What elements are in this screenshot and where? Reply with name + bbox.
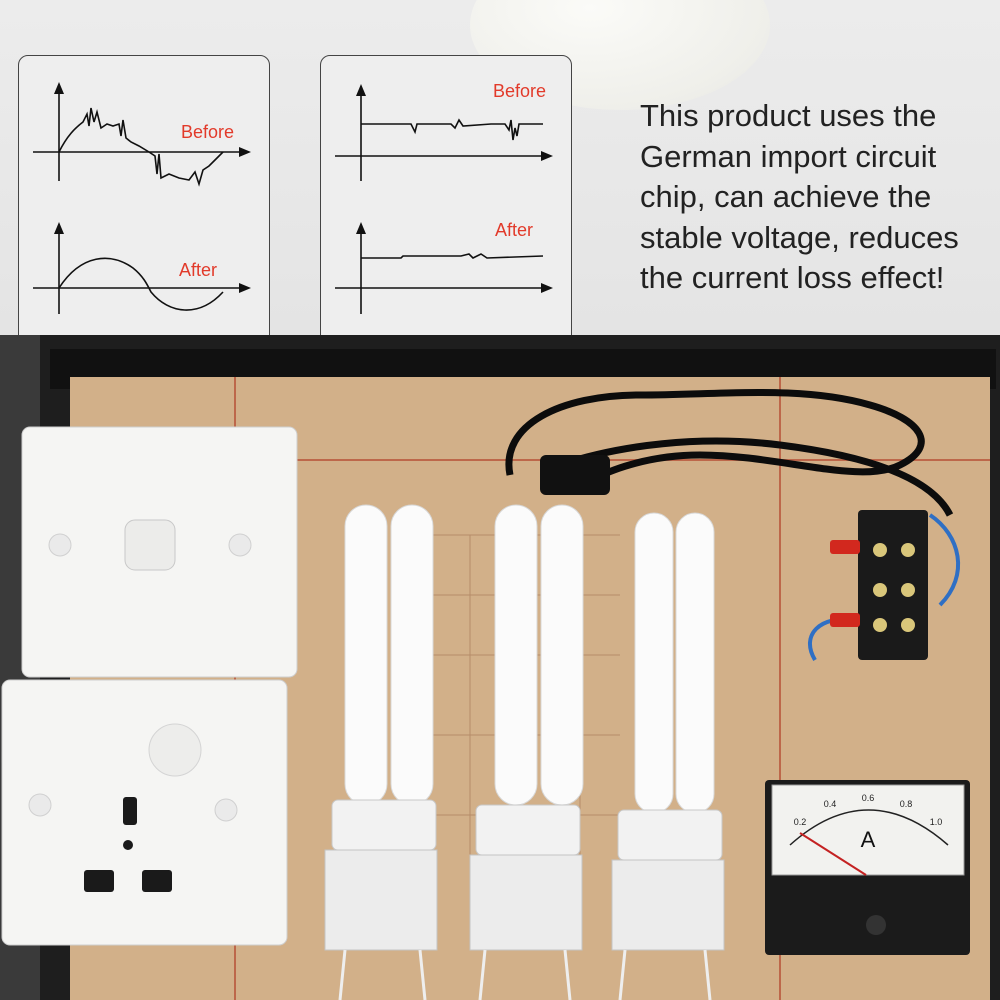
dc-line-panel: Before After xyxy=(320,55,572,347)
description-line: This product uses the xyxy=(640,98,937,133)
meter-unit-symbol: A xyxy=(861,827,876,852)
before-label: Before xyxy=(181,122,235,142)
before-label: Before xyxy=(493,81,547,101)
description-line: the current loss effect! xyxy=(640,260,945,295)
comparison-banner: Before After Before After This product u… xyxy=(0,0,1000,347)
dc-line-diagram xyxy=(335,84,553,314)
plug xyxy=(540,455,610,495)
after-label: After xyxy=(495,220,534,240)
terminal-block xyxy=(858,510,928,660)
description-line: German import circuit xyxy=(640,138,937,174)
meter-scale-label: 0.4 xyxy=(824,799,837,809)
meter-scale-label: 0.2 xyxy=(794,817,807,827)
power-socket xyxy=(1,679,288,946)
description-line: stable voltage, reduces xyxy=(640,219,959,255)
switch-button xyxy=(124,519,176,571)
meter-scale-label: 0.8 xyxy=(900,799,913,809)
sine-wave-panel: Before After xyxy=(18,55,270,347)
product-photo: A 0.2 0.4 0.6 0.8 1.0 xyxy=(0,335,1000,1000)
meter-scale-label: 1.0 xyxy=(930,817,943,827)
demo-case-illustration: A 0.2 0.4 0.6 0.8 1.0 xyxy=(0,335,1000,1000)
uv-lamp-3 xyxy=(611,512,725,951)
uv-lamp-1 xyxy=(324,504,438,951)
power-cable xyxy=(505,389,925,489)
after-label: After xyxy=(179,260,218,280)
meter-scale-label: 0.6 xyxy=(862,793,875,803)
sine-wave-diagram xyxy=(33,82,251,314)
product-description: This product uses the German import circ… xyxy=(640,96,990,299)
uv-lamp-2 xyxy=(469,504,584,951)
description-line: chip, can achieve the xyxy=(640,179,932,214)
